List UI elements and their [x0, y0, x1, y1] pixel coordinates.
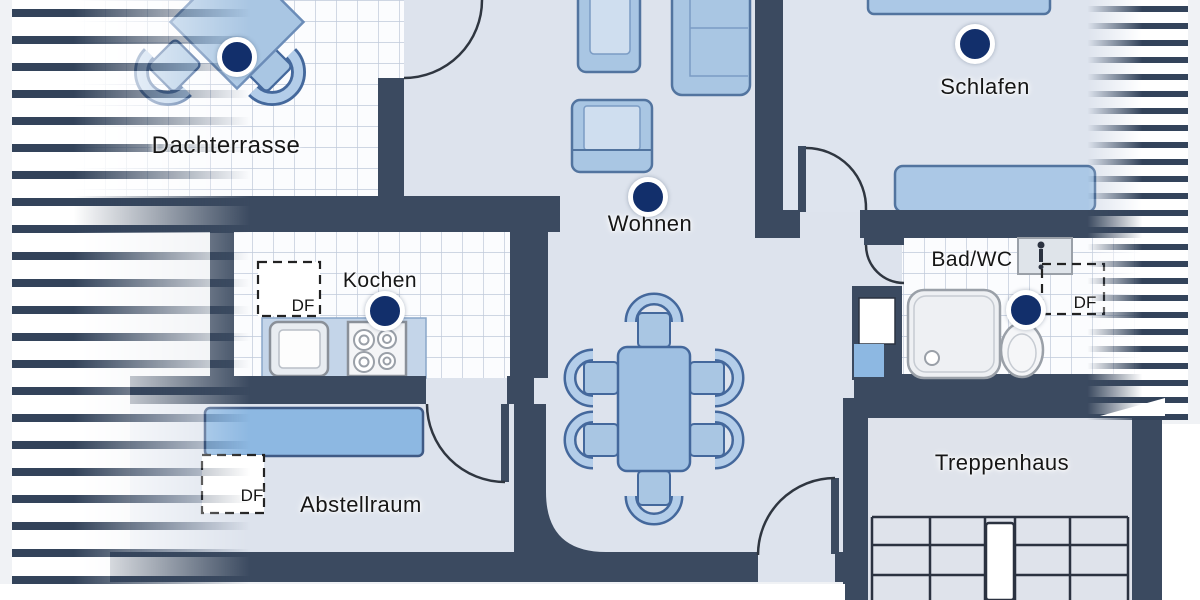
stairs: [870, 515, 1130, 600]
shower-drain: [924, 350, 940, 366]
bed: [866, 0, 1052, 16]
entrance-door-leaf: [831, 478, 839, 554]
roof-hatching-left: [12, 0, 292, 588]
wall: [378, 78, 404, 198]
hotspot-kochen[interactable]: [365, 291, 405, 331]
terrace-door-arc: [403, 0, 484, 80]
bedroom-door-leaf: [798, 146, 806, 212]
roof-hatching-right: [1005, 0, 1188, 420]
wall: [1132, 418, 1162, 600]
wall: [755, 0, 783, 212]
wall: [510, 232, 548, 378]
dining-set: [570, 299, 738, 519]
entrance-door-arc: [756, 476, 836, 556]
storage-door-arc: [425, 403, 506, 484]
storage-door-leaf: [501, 404, 509, 482]
outside-area: [0, 398, 1200, 600]
living-furniture: [570, 0, 752, 174]
bedroom-door-arc: [805, 146, 868, 211]
hotspot-wohnen[interactable]: [628, 177, 668, 217]
stair-divider: [984, 521, 1016, 600]
hotspot-bad[interactable]: [1006, 290, 1046, 330]
wall: [507, 376, 534, 404]
sofa: [670, 0, 752, 97]
hotspot-dachterrasse[interactable]: [217, 37, 257, 77]
installation-shaft: [852, 286, 902, 380]
label-df-bad: DF: [1073, 293, 1097, 312]
wall: [755, 210, 800, 238]
shower: [906, 288, 1002, 380]
bath-door-leaf: [864, 238, 904, 245]
stove-burners: [353, 329, 397, 373]
label-df-kochen: DF: [291, 296, 315, 315]
curved-wall: [514, 404, 606, 582]
doors: [403, 0, 905, 556]
dining-table: [616, 345, 692, 473]
label-df-abstellraum: DF: [240, 486, 264, 505]
bath-door-arc: [864, 244, 905, 285]
hotspot-schlafen[interactable]: [955, 24, 995, 64]
wall: [843, 398, 868, 600]
